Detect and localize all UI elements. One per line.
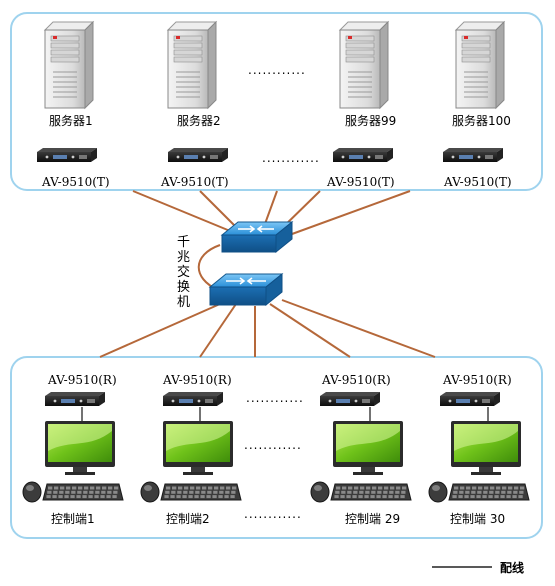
client-label: 控制端2 xyxy=(166,512,210,526)
server-tower-icon xyxy=(454,20,506,110)
client-label: 控制端 30 xyxy=(450,512,505,526)
rx-model-label: AV-9510(R) xyxy=(442,373,512,387)
keyboard-icon xyxy=(160,483,242,501)
tx-extender-icon xyxy=(168,148,228,162)
rx-extender-icon xyxy=(45,392,105,406)
ellipsis-clients: ............ xyxy=(244,507,302,521)
tx-extender-icon xyxy=(443,148,503,162)
server-tower-icon xyxy=(43,20,95,110)
server-label: 服务器99 xyxy=(345,113,396,128)
mouse-icon xyxy=(428,481,448,503)
mouse-icon xyxy=(22,481,42,503)
server-tower-icon xyxy=(338,20,390,110)
ellipsis-servers: ............ xyxy=(248,63,306,77)
mouse-icon xyxy=(310,481,330,503)
ellipsis-monitors: ............ xyxy=(244,438,302,452)
tx-model-label: AV-9510(T) xyxy=(326,175,395,189)
legend: 配线 xyxy=(432,560,524,575)
keyboard-icon xyxy=(330,483,412,501)
tx-extender-icon xyxy=(333,148,393,162)
switch-bottom xyxy=(208,272,284,307)
switch-label-text: 千兆交换机 xyxy=(177,235,190,310)
legend-label: 配线 xyxy=(500,560,524,575)
client-label: 控制端1 xyxy=(51,512,95,526)
server-label: 服务器2 xyxy=(177,113,221,128)
tx-model-label: AV-9510(T) xyxy=(160,175,229,189)
rx-extender-icon xyxy=(440,392,500,406)
rx-model-label: AV-9510(R) xyxy=(162,373,232,387)
switch-label: 千兆交换机 xyxy=(177,235,190,310)
mouse-icon xyxy=(140,481,160,503)
client-label: 控制端 29 xyxy=(345,512,400,526)
rx-extender-icon xyxy=(320,392,380,406)
server-label: 服务器100 xyxy=(452,113,511,128)
rx-extender-icon xyxy=(163,392,223,406)
switch-top xyxy=(220,220,294,254)
monitor-icon xyxy=(451,421,521,475)
tx-model-label: AV-9510(T) xyxy=(443,175,512,189)
rx-model-label: AV-9510(R) xyxy=(321,373,391,387)
monitor-icon xyxy=(333,421,403,475)
rx-model-label: AV-9510(R) xyxy=(47,373,117,387)
server-panel xyxy=(10,12,543,191)
tx-extender-icon xyxy=(37,148,97,162)
server-label: 服务器1 xyxy=(49,113,93,128)
ellipsis-rx: ............ xyxy=(246,391,304,405)
monitor-icon xyxy=(45,421,115,475)
cables xyxy=(99,190,436,358)
keyboard-icon xyxy=(42,483,124,501)
monitor-icon xyxy=(163,421,233,475)
keyboard-icon xyxy=(448,483,530,501)
server-tower-icon xyxy=(166,20,218,110)
ellipsis-tx: ............ xyxy=(262,151,320,165)
tx-model-label: AV-9510(T) xyxy=(41,175,110,189)
